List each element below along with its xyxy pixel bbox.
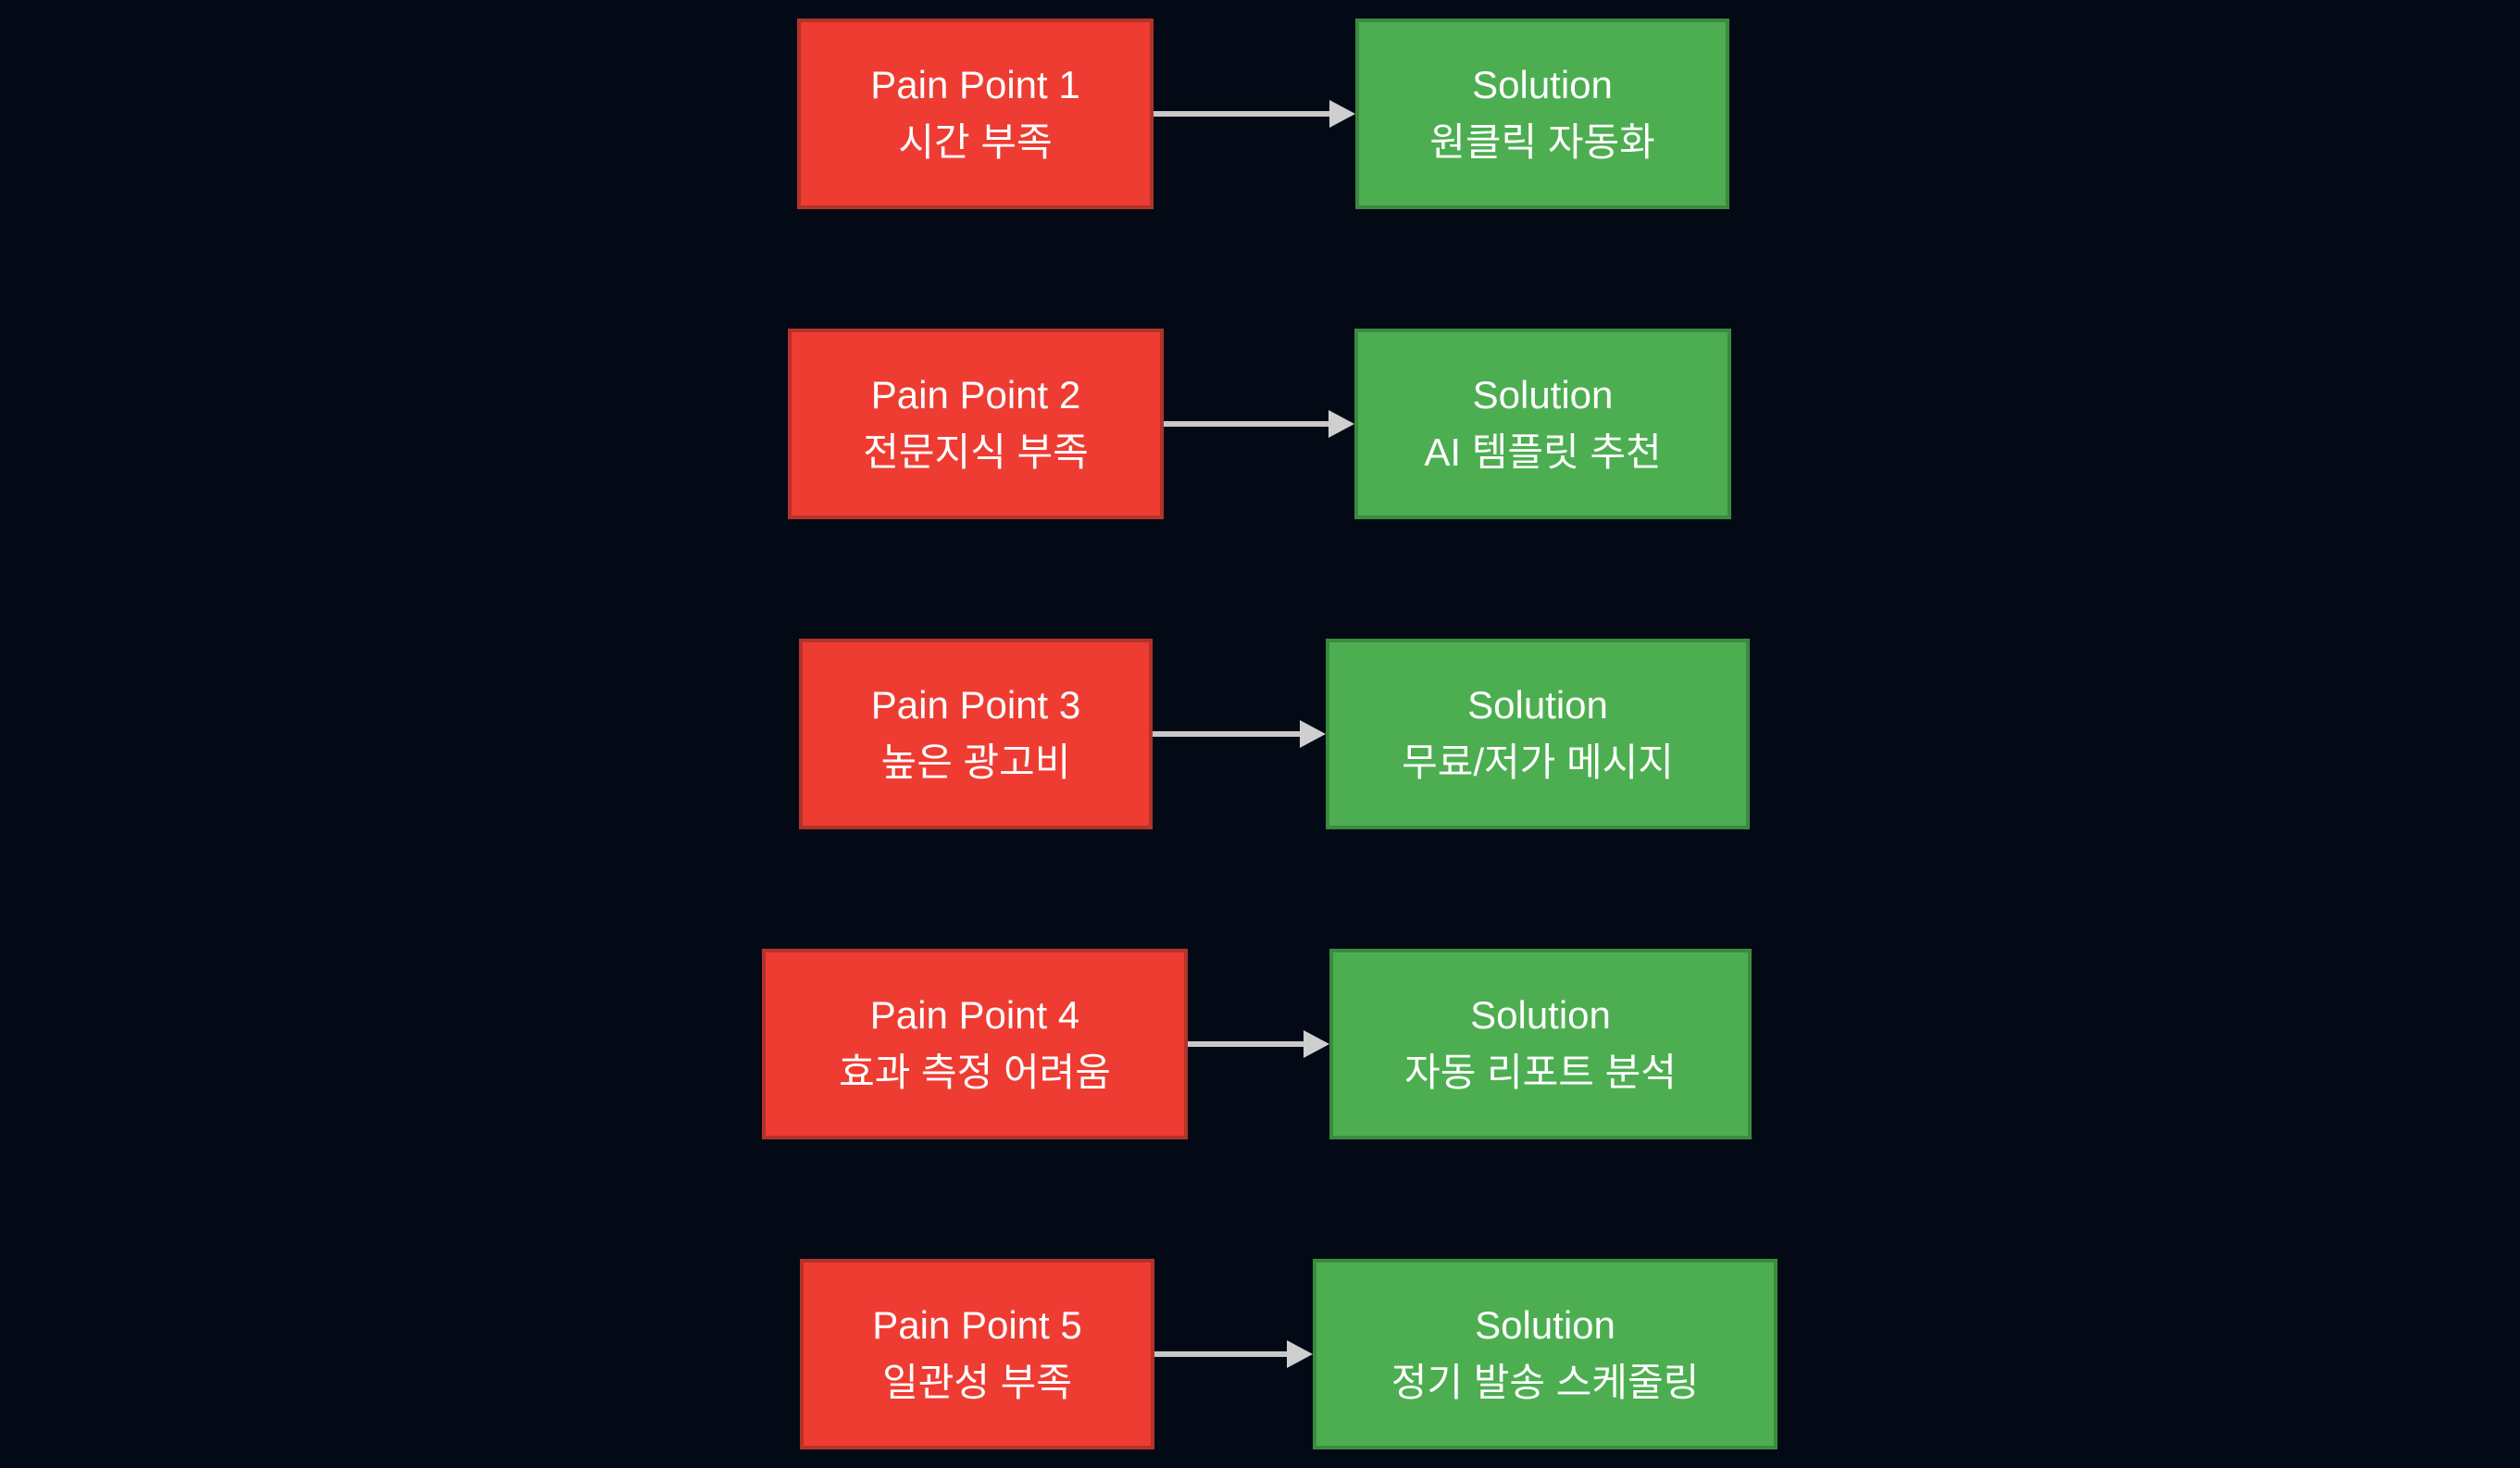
arrow-line-3 [1153,731,1302,737]
arrow-line-5 [1154,1351,1289,1357]
solution-5-box: Solution 정기 발송 스케줄링 [1313,1259,1778,1449]
solution-2-subtitle: AI 템플릿 추천 [1424,430,1662,474]
solution-5-subtitle: 정기 발송 스케줄링 [1391,1361,1700,1404]
pain-point-4-box: Pain Point 4 효과 측정 어려움 [762,949,1188,1139]
solution-4-subtitle: 자동 리포트 분석 [1404,1051,1677,1094]
pain-point-2-box: Pain Point 2 전문지식 부족 [788,329,1164,519]
solution-3-title: Solution [1467,683,1608,727]
mapping-row-3: Pain Point 3 높은 광고비 Solution 무료/저가 메시지 [0,639,2520,829]
pain-point-5-title: Pain Point 5 [872,1303,1082,1347]
arrow-line-1 [1154,111,1331,117]
solution-1-subtitle: 원클릭 자동화 [1429,120,1655,164]
mapping-row-5: Pain Point 5 일관성 부족 Solution 정기 발송 스케줄링 [0,1259,2520,1449]
solution-2-title: Solution [1472,373,1614,417]
solution-2-box: Solution AI 템플릿 추천 [1354,329,1731,519]
solution-4-title: Solution [1470,993,1611,1037]
pain-point-4-title: Pain Point 4 [869,993,1080,1037]
pain-point-5-subtitle: 일관성 부족 [882,1361,1072,1404]
pain-point-2-subtitle: 전문지식 부족 [863,430,1089,474]
solution-1-title: Solution [1472,63,1613,106]
solution-4-box: Solution 자동 리포트 분석 [1329,949,1752,1139]
arrow-head-icon [1304,1030,1329,1058]
pain-point-3-box: Pain Point 3 높은 광고비 [799,639,1153,829]
arrow-head-icon [1329,410,1354,438]
arrow-line-2 [1164,421,1330,427]
pain-point-5-box: Pain Point 5 일관성 부족 [800,1259,1154,1449]
mapping-row-4: Pain Point 4 효과 측정 어려움 Solution 자동 리포트 분… [0,949,2520,1139]
arrow-head-icon [1300,720,1326,748]
arrow-line-4 [1188,1041,1305,1047]
solution-3-subtitle: 무료/저가 메시지 [1402,740,1674,784]
mapping-row-2: Pain Point 2 전문지식 부족 Solution AI 템플릿 추천 [0,329,2520,519]
solution-5-title: Solution [1475,1303,1616,1347]
pain-point-4-subtitle: 효과 측정 어려움 [839,1051,1111,1094]
pain-point-3-subtitle: 높은 광고비 [880,740,1071,784]
solution-1-box: Solution 원클릭 자동화 [1355,19,1729,209]
pain-point-3-title: Pain Point 3 [870,683,1081,727]
solution-3-box: Solution 무료/저가 메시지 [1326,639,1750,829]
pain-point-2-title: Pain Point 2 [870,373,1081,417]
pain-point-1-title: Pain Point 1 [870,63,1080,106]
arrow-head-icon [1329,100,1355,128]
pain-point-1-subtitle: 시간 부족 [898,120,1053,164]
pain-point-1-box: Pain Point 1 시간 부족 [797,19,1154,209]
arrow-head-icon [1287,1340,1313,1368]
mapping-row-1: Pain Point 1 시간 부족 Solution 원클릭 자동화 [0,19,2520,209]
